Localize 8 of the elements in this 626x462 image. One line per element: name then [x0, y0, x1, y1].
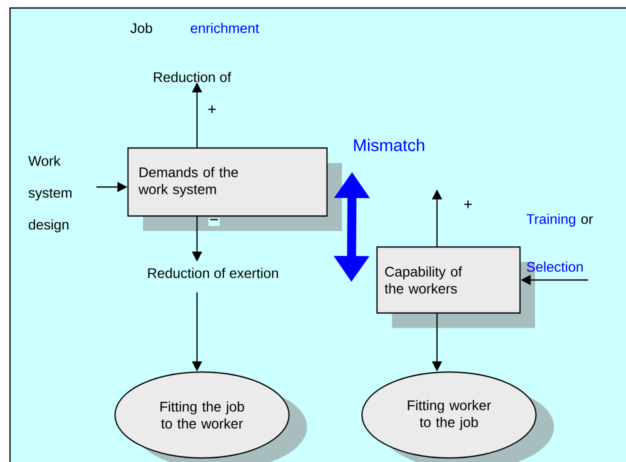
text-label: Training or Selection [526, 214, 593, 272]
text-label: Work system design [28, 156, 72, 232]
text-label: Reduction of [154, 72, 232, 82]
edge-label: Mismatch [352, 138, 426, 152]
edge-label: − [208, 218, 220, 226]
text-label: Reduction of exertion [148, 268, 278, 278]
text-label: enrichment [190, 22, 260, 34]
text-label: Job [130, 22, 152, 34]
